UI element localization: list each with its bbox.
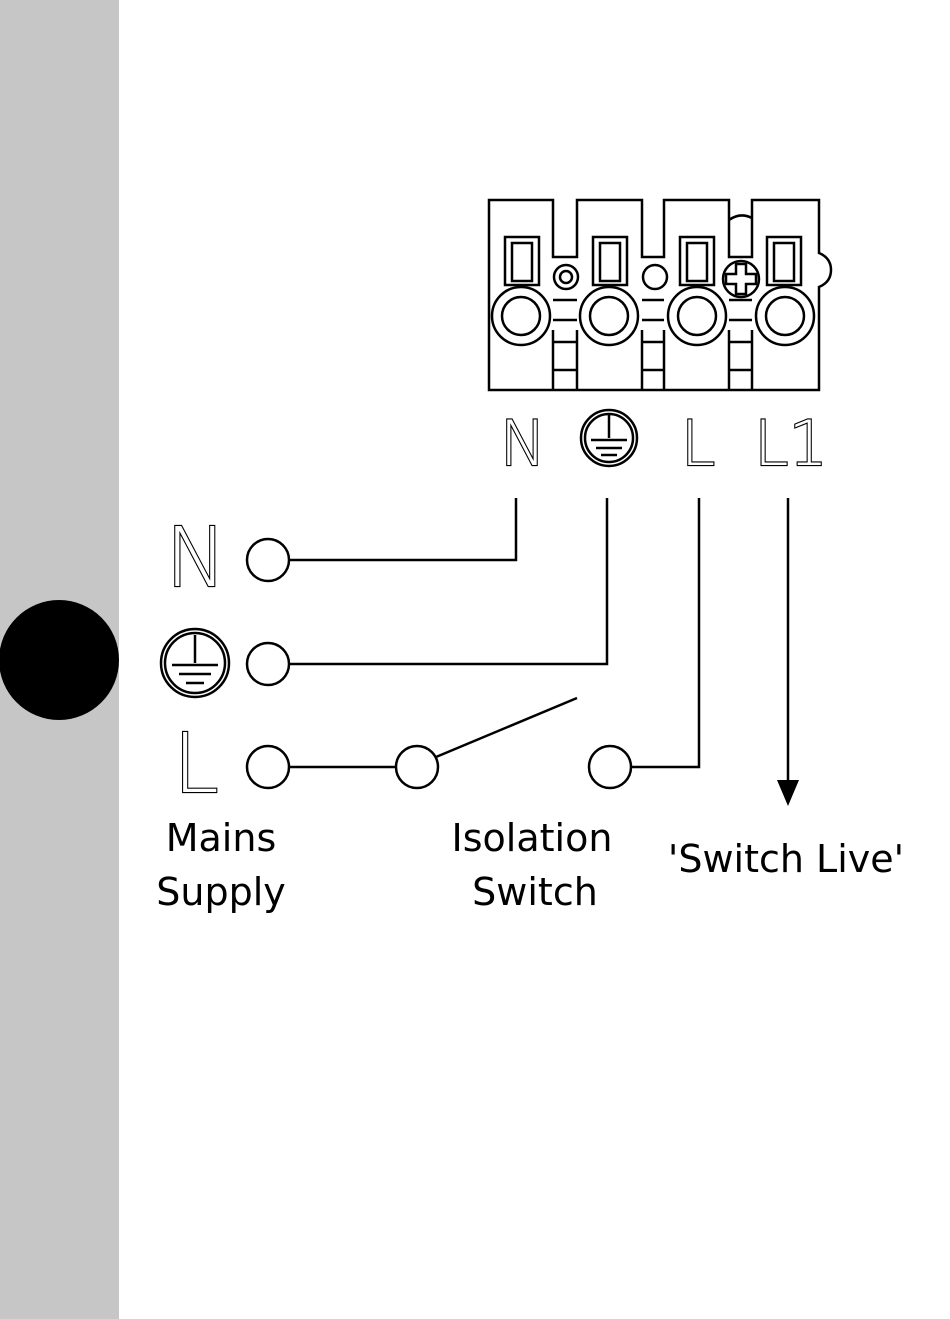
earth-ground-icon [581,410,637,466]
marker-hole [554,265,578,289]
caption-mains-line1: Mains [166,816,277,860]
block-label-l1: L1 [754,407,828,480]
wire-earth [289,498,607,664]
cross-screw-icon [723,261,759,297]
arrow-down-icon [777,780,799,806]
terminal-screws [492,287,814,345]
isolation-switch-contact-out [589,746,631,788]
terminal-block [489,200,831,390]
supply-terminal-earth [247,643,289,685]
wire-neutral [289,498,516,560]
wire-live-out [631,498,699,767]
supply-terminal-l [247,746,289,788]
caption-mains-line2: Supply [156,870,286,914]
caption-isolation-line1: Isolation [452,816,613,860]
supply-label-n: N [165,511,226,606]
isolation-switch-contact-in [396,746,438,788]
supply-label-l: L [173,717,219,812]
marker-hole [643,265,667,289]
block-label-l: L [681,407,716,480]
wires [247,498,788,788]
block-label-n: N [500,407,546,480]
caption-isolation-line2: Switch [472,870,598,914]
supply-earth-icon [161,629,229,697]
supply-terminal-n [247,539,289,581]
isolation-switch-lever [436,698,577,757]
caption-switch-live: 'Switch Live' [668,837,904,881]
